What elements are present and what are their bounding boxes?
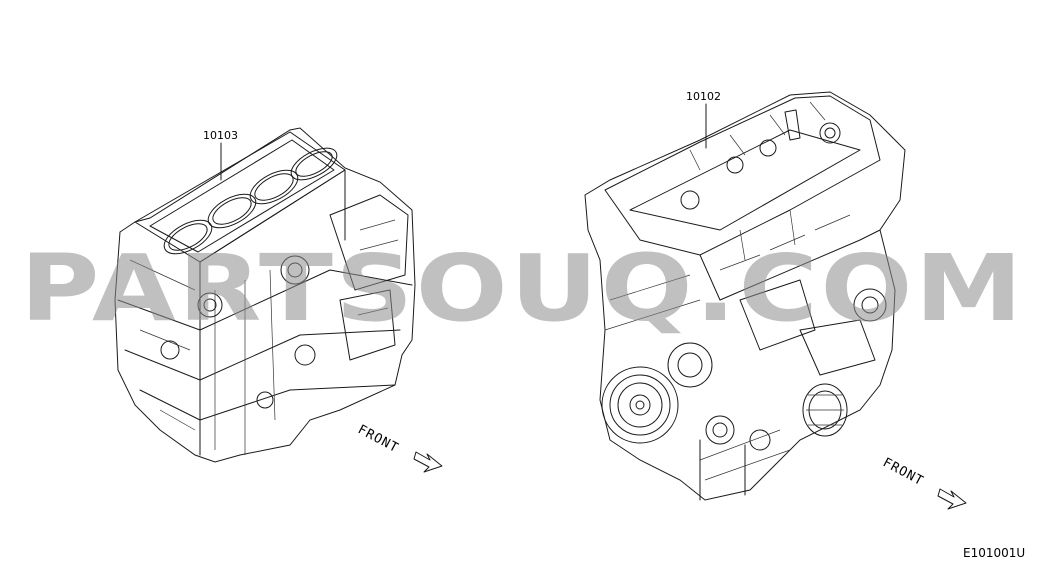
cylinder-block-illustration[interactable] [114, 127, 416, 463]
front-indicator-engine: FRONT [880, 455, 967, 510]
front-arrow-icon [413, 451, 443, 473]
part-number-10102[interactable]: 10102 [686, 90, 721, 103]
front-arrow-icon [937, 488, 967, 510]
front-indicator-block: FRONT [355, 422, 443, 473]
front-label: FRONT [355, 422, 401, 456]
bare-engine-illustration[interactable] [584, 91, 906, 501]
part-number-10103[interactable]: 10103 [203, 129, 238, 142]
watermark-text: PARTSOUQ.COM [20, 235, 1025, 342]
diagram-code: E101001U [963, 546, 1025, 560]
front-label: FRONT [880, 455, 926, 489]
